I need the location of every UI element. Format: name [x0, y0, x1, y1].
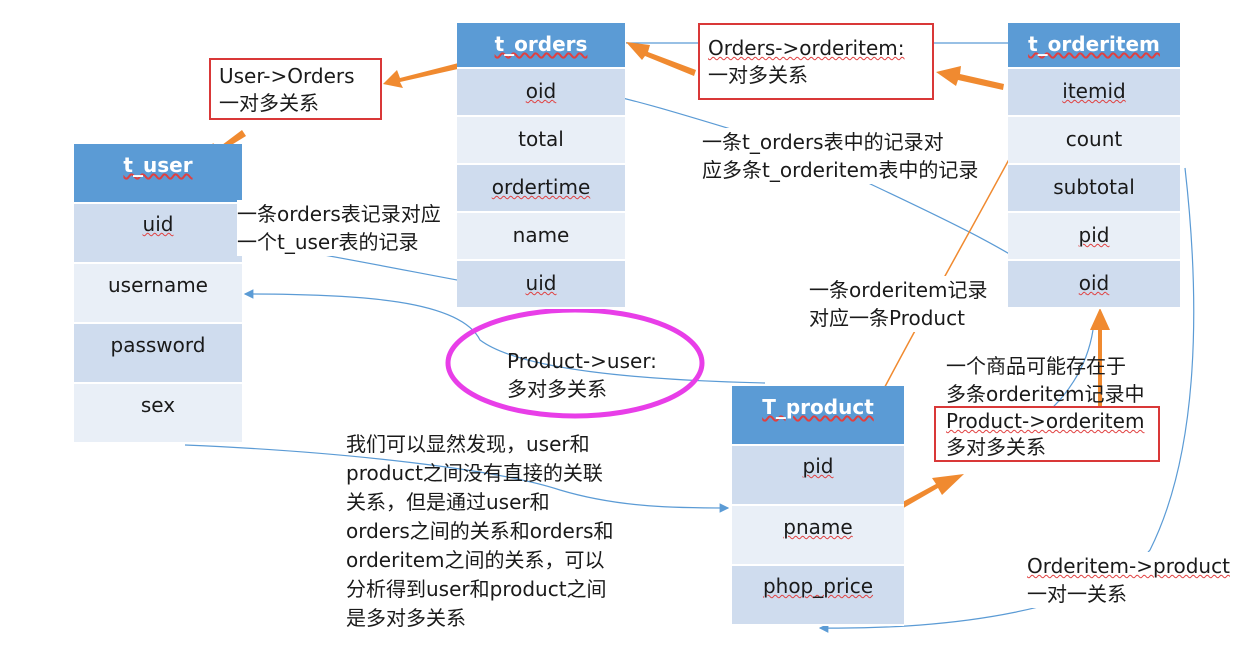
product-field-phop-price: phop_price — [732, 566, 904, 626]
orderitem-field-pid: pid — [1008, 213, 1180, 261]
note-analysis-line1: 我们可以显然发现，user和 — [346, 432, 590, 456]
arrow-box-to-orders — [626, 42, 696, 76]
line-orderitem-to-product-price — [818, 167, 1195, 633]
orders-field-uid: uid — [457, 261, 625, 309]
box-user-orders-line1: User->Orders — [219, 64, 355, 88]
note-analysis: 我们可以显然发现，user和 product之间没有直接的关联 关系，但是通过u… — [346, 430, 614, 633]
note-product-many-line1: 一个商品可能存在于 — [946, 354, 1126, 378]
note-orders-orderitem-line1: 一条t_orders表中的记录对 — [702, 130, 944, 154]
note-analysis-line6: 分析得到user和product之间 — [346, 577, 607, 601]
user-field-sex: sex — [74, 384, 242, 444]
table-orderitem: t_orderitem itemid count subtotal pid oi… — [1008, 23, 1180, 309]
box-product-orderitem-line2: 多对多关系 — [946, 435, 1046, 459]
product-field-pname: pname — [732, 506, 904, 566]
line-user-to-product — [184, 444, 730, 513]
product-user-ellipse — [445, 307, 705, 419]
table-user: t_user uid username password sex — [74, 144, 242, 444]
orderitem-field-itemid: itemid — [1008, 69, 1180, 117]
box-orders-orderitem-line2: 一对多关系 — [708, 63, 808, 87]
note-analysis-line7: 是多对多关系 — [346, 606, 466, 630]
table-orders-header: t_orders — [457, 23, 625, 69]
user-field-password: password — [74, 324, 242, 384]
note-orders-user-line1: 一条orders表记录对应 — [237, 202, 441, 226]
product-field-pid: pid — [732, 446, 904, 506]
line-product-to-user — [243, 289, 766, 384]
arrow-up-to-oid — [1090, 308, 1110, 415]
note-product-many-line2: 多条orderitem记录中 — [946, 382, 1145, 406]
note-product-many: 一个商品可能存在于 多条orderitem记录中 — [946, 352, 1145, 408]
note-orderitem-product-rel: Orderitem->product 一对一关系 — [1027, 552, 1230, 608]
note-orderitem-product-rel-line1: Orderitem->product — [1027, 554, 1230, 578]
orders-field-total: total — [457, 117, 625, 165]
table-user-header: t_user — [74, 144, 242, 204]
ellipse-product-user-text: Product->user: 多对多关系 — [507, 347, 657, 403]
note-orderitem-product-rel-line2: 一对一关系 — [1027, 582, 1127, 606]
note-analysis-line4: orders之间的关系和orders和 — [346, 519, 614, 543]
note-orderitem-product-line1: 一条orderitem记录 — [809, 278, 988, 302]
box-user-orders: User->Orders 一对多关系 — [209, 58, 382, 120]
orderitem-field-oid: oid — [1008, 261, 1180, 309]
table-orderitem-header: t_orderitem — [1008, 23, 1180, 69]
note-orders-user: 一条orders表记录对应 一个t_user表的记录 — [237, 200, 441, 256]
ellipse-line1: Product->user: — [507, 349, 657, 373]
box-user-orders-line2: 一对多关系 — [219, 91, 319, 115]
note-analysis-line3: 关系，但是通过user和 — [346, 490, 550, 514]
orders-field-name: name — [457, 213, 625, 261]
note-analysis-line5: orderitem之间的关系，可以 — [346, 548, 605, 572]
orders-field-oid: oid — [457, 69, 625, 117]
arrow-orderitem-to-box — [936, 66, 1004, 90]
note-analysis-line2: product之间没有直接的关联 — [346, 461, 603, 485]
orderitem-field-count: count — [1008, 117, 1180, 165]
user-field-uid: uid — [74, 204, 242, 264]
user-field-username: username — [74, 264, 242, 324]
box-product-orderitem-line1: Product->orderitem — [946, 409, 1145, 433]
orderitem-field-subtotal: subtotal — [1008, 165, 1180, 213]
box-orders-orderitem: Orders->orderitem: 一对多关系 — [698, 23, 934, 100]
ellipse-line2: 多对多关系 — [507, 377, 607, 401]
note-orders-orderitem-line2: 应多条t_orderitem表中的记录 — [702, 158, 979, 182]
orders-field-ordertime: ordertime — [457, 165, 625, 213]
note-orders-user-line2: 一个t_user表的记录 — [237, 230, 419, 254]
arrow-orders-to-user-box — [383, 58, 480, 88]
table-orders: t_orders oid total ordertime name uid — [457, 23, 625, 309]
line-orderitem-oid-to-orders — [576, 84, 1063, 290]
note-orderitem-product: 一条orderitem记录 对应一条Product — [809, 276, 988, 332]
box-product-orderitem: Product->orderitem 多对多关系 — [934, 406, 1160, 462]
note-orders-orderitem: 一条t_orders表中的记录对 应多条t_orderitem表中的记录 — [702, 128, 979, 184]
table-product-header: T_product — [732, 386, 904, 446]
note-orderitem-product-line2: 对应一条Product — [809, 306, 965, 330]
table-product: T_product pid pname phop_price — [732, 386, 904, 626]
box-orders-orderitem-line1: Orders->orderitem: — [708, 36, 905, 60]
